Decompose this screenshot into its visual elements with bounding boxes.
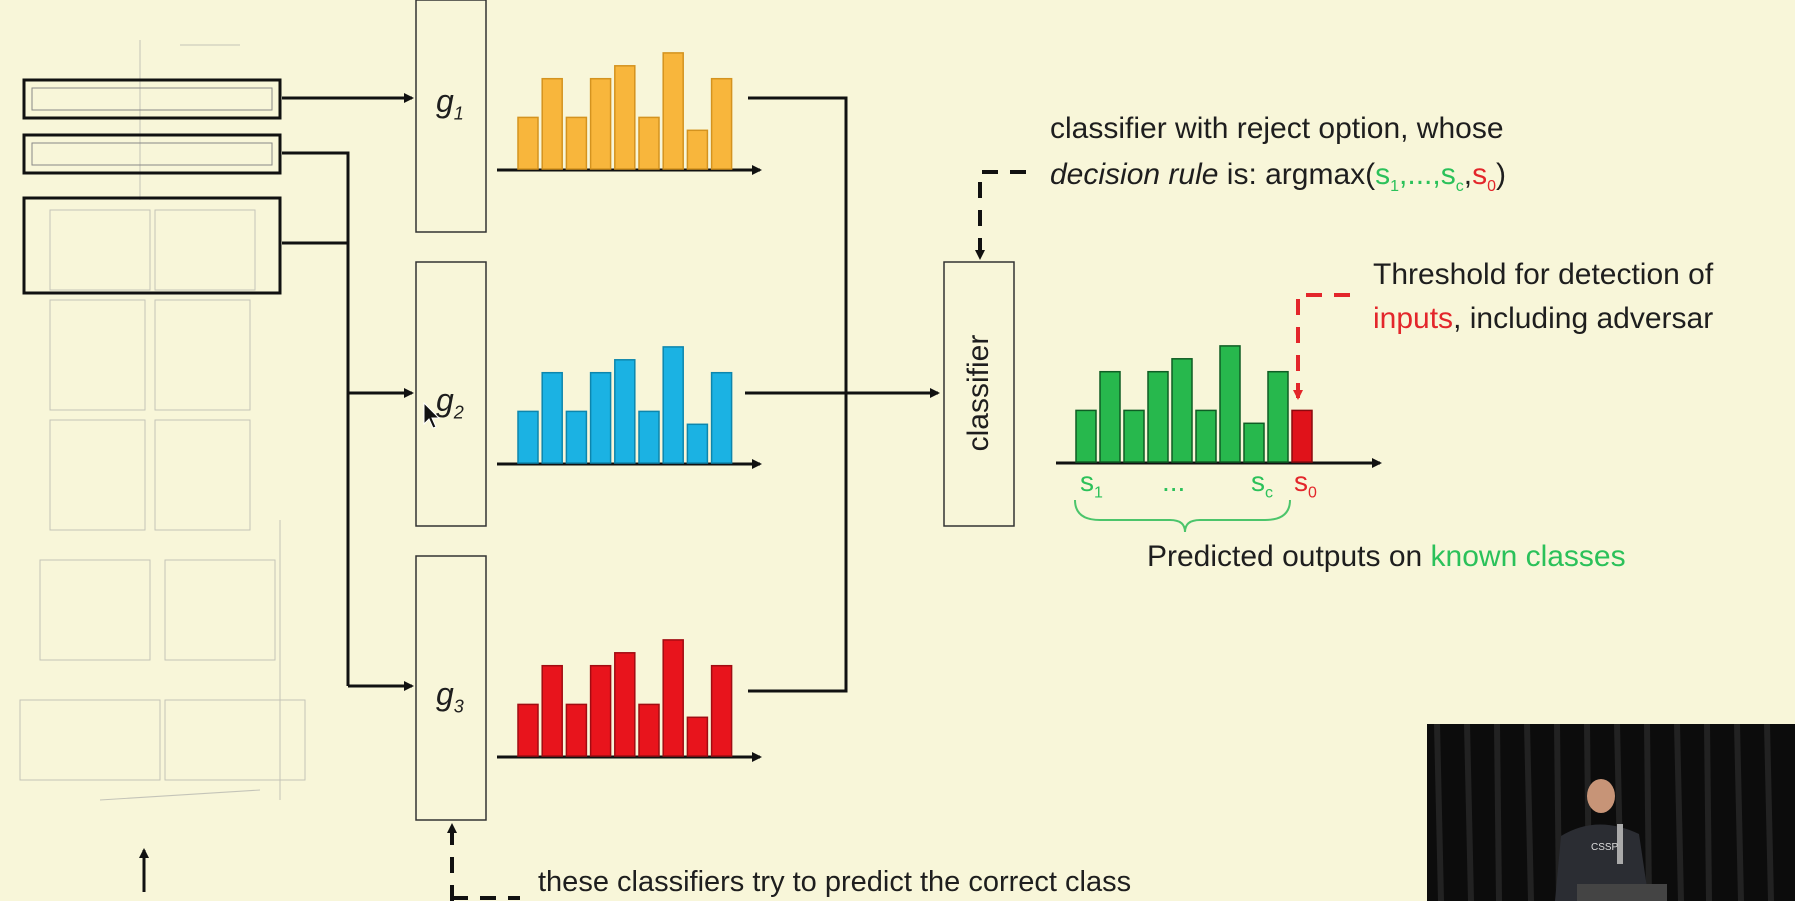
bar bbox=[1219, 345, 1241, 463]
bar bbox=[565, 410, 588, 464]
label-s0: s0 bbox=[1294, 466, 1317, 502]
bar bbox=[1267, 370, 1289, 463]
output-bars bbox=[1075, 345, 1313, 463]
annotation-line2: decision rule is: argmax(s1,...,sc,s0) bbox=[1050, 158, 1506, 195]
bar bbox=[1099, 370, 1121, 463]
g1-label: g1 bbox=[436, 83, 464, 124]
bar bbox=[686, 716, 709, 757]
bar bbox=[686, 423, 709, 464]
dashed-arrow-threshold bbox=[1293, 293, 1350, 400]
connectors bbox=[282, 93, 940, 693]
g1-box bbox=[415, 0, 487, 233]
bar bbox=[589, 664, 612, 757]
chart1-bars bbox=[517, 52, 733, 170]
presenter-shirt-text: CSSP bbox=[1591, 842, 1619, 853]
label-sc: sc bbox=[1251, 466, 1273, 502]
g2-label: g2 bbox=[436, 382, 464, 423]
classifier-label: classifier bbox=[962, 334, 995, 452]
annotation-line1: classifier with reject option, whose bbox=[1050, 112, 1504, 145]
bar bbox=[1195, 409, 1217, 463]
threshold-line2: inputs, including adversar bbox=[1373, 302, 1714, 335]
bar bbox=[710, 77, 733, 170]
bar bbox=[614, 65, 636, 170]
g3-label: g3 bbox=[436, 676, 464, 717]
bar bbox=[662, 52, 684, 170]
presenter-video: CSSP bbox=[1427, 724, 1795, 901]
bar bbox=[517, 410, 539, 464]
input-box-3 bbox=[22, 196, 282, 295]
label-dots: ... bbox=[1162, 466, 1186, 497]
bar bbox=[517, 116, 539, 170]
dashed-arrow-to-classifier bbox=[975, 170, 1026, 260]
bar bbox=[1243, 422, 1265, 463]
bar bbox=[638, 410, 660, 464]
bottom-caption: these classifiers try to predict the cor… bbox=[538, 866, 1132, 898]
bar bbox=[517, 703, 539, 757]
predicted-caption: Predicted outputs on known classes bbox=[1147, 540, 1626, 573]
g2-box bbox=[415, 261, 487, 527]
bar bbox=[1075, 409, 1097, 463]
bar bbox=[589, 77, 612, 170]
bar bbox=[710, 664, 733, 757]
bar bbox=[662, 346, 684, 464]
background-sketch bbox=[19, 40, 306, 801]
bar bbox=[662, 639, 684, 757]
reject-bar bbox=[1291, 409, 1313, 463]
chart2-bars bbox=[517, 346, 733, 464]
bar bbox=[541, 371, 563, 464]
bar bbox=[1171, 358, 1193, 463]
bar bbox=[541, 77, 563, 170]
bar bbox=[565, 116, 588, 170]
bar bbox=[589, 371, 612, 464]
bar bbox=[638, 703, 660, 757]
input-boxes bbox=[22, 78, 282, 295]
mouse-cursor-icon bbox=[423, 402, 441, 429]
bar bbox=[541, 664, 563, 757]
label-s1: s1 bbox=[1080, 466, 1103, 502]
bar bbox=[686, 129, 709, 170]
threshold-line1: Threshold for detection of bbox=[1373, 258, 1714, 291]
input-box-2 bbox=[22, 133, 282, 175]
input-box-1 bbox=[22, 78, 282, 120]
bar bbox=[614, 359, 636, 464]
known-classes-brace bbox=[1074, 499, 1291, 533]
bar bbox=[565, 703, 588, 757]
bar bbox=[1147, 370, 1169, 463]
bar bbox=[1123, 409, 1145, 463]
chart3-bars bbox=[517, 639, 733, 757]
classifier-box bbox=[943, 261, 1015, 527]
bar bbox=[638, 116, 660, 170]
bar bbox=[614, 652, 636, 757]
g3-box bbox=[415, 555, 487, 821]
bar bbox=[710, 371, 733, 464]
